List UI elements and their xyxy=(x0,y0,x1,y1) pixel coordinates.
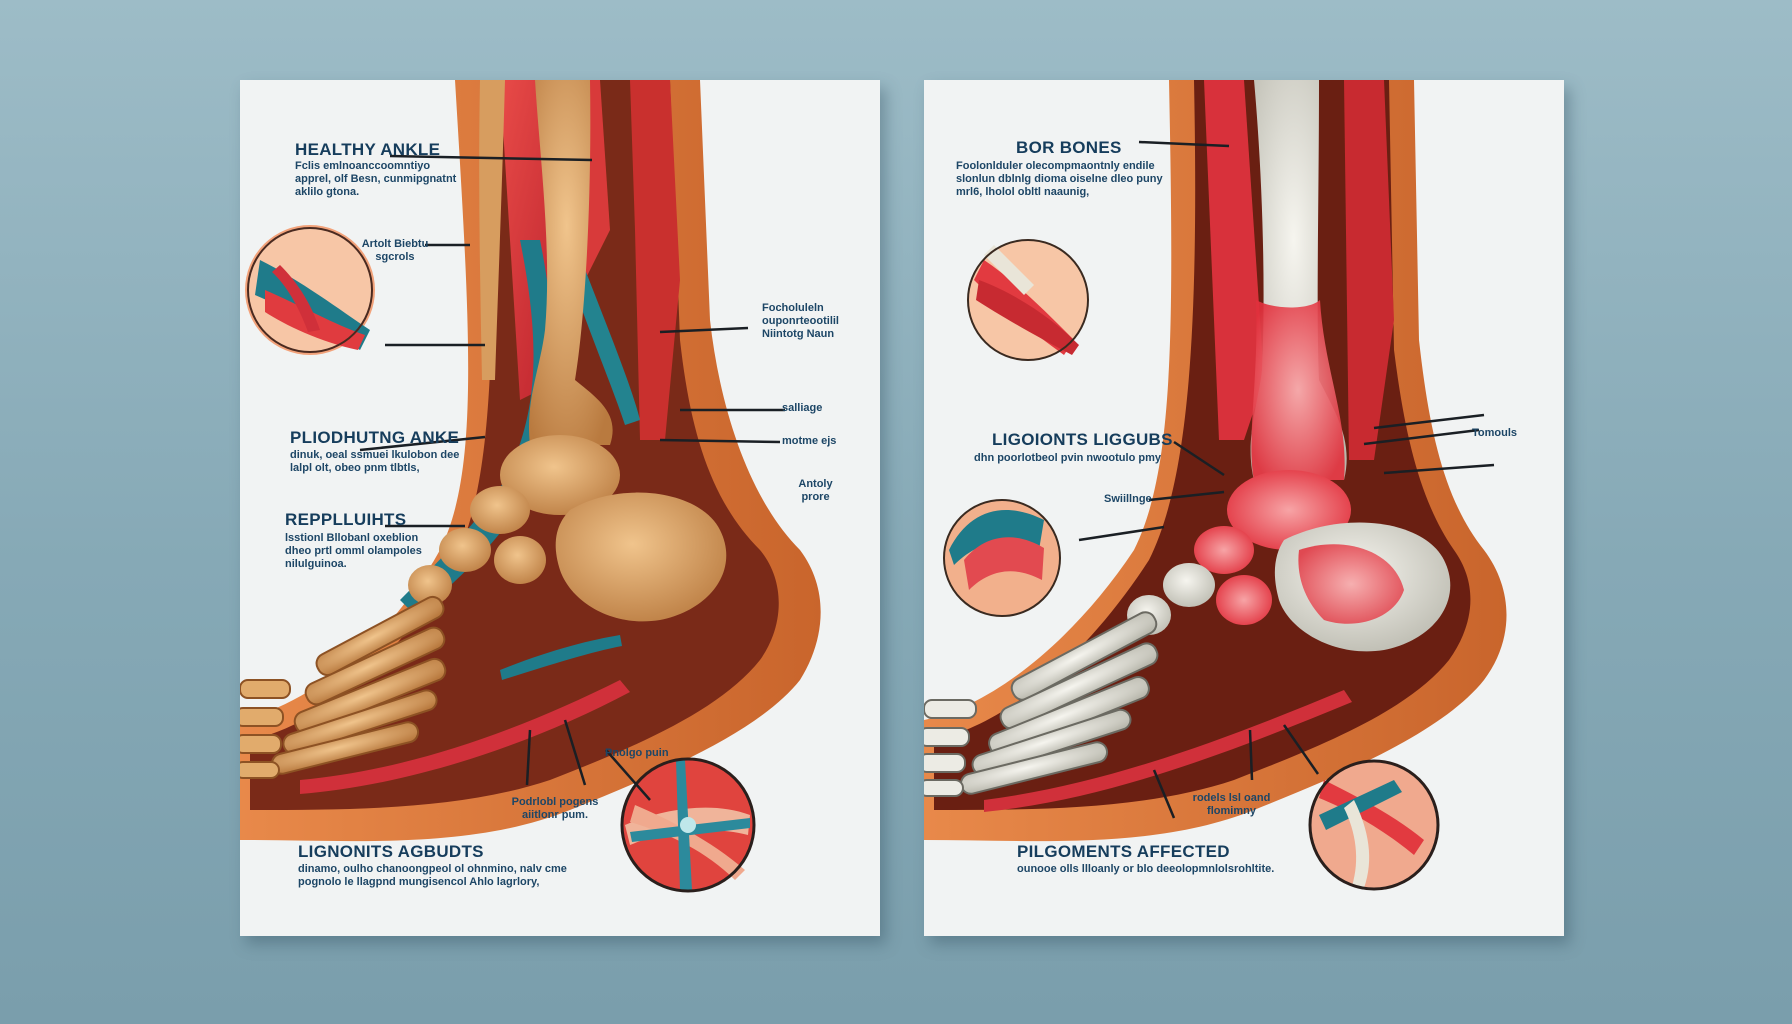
section-description: Foolonlduler olecompmaontnly endile slon… xyxy=(956,160,1163,198)
healthy-ankle-description: Fclis emlnoanccoomntiyo apprel, olf Besn… xyxy=(295,160,457,198)
section-description: dinuk, oeal ssmuei lkulobon dee lalpl ol… xyxy=(290,449,460,474)
callout-label: Pnolgo puin xyxy=(605,747,669,759)
healthy-foot-illustration xyxy=(240,80,821,893)
healthy-ankle-panel: HEALTHY ANKLE Fclis emlnoanccoomntiyo ap… xyxy=(240,80,880,936)
callout-label: rodels lsl oand flomimny xyxy=(1192,792,1271,817)
section-title: REPPLLUIHTS xyxy=(285,510,407,529)
callout-label: salliage xyxy=(782,402,823,414)
section-description: dhn poorlotbeol pvin nwootulo pmy xyxy=(974,452,1161,464)
section-title: BOR BONES xyxy=(1016,138,1122,157)
callout-label: Tomouls xyxy=(1472,427,1518,439)
affected-ankle-panel: BOR BONES Foolonlduler olecompmaontnly e… xyxy=(924,80,1564,936)
callout-label: Focholuleln ouponrteootilil Niintotg Nau… xyxy=(762,302,839,340)
section-title: PILGOMENTS AFFECTED xyxy=(1017,842,1230,861)
section-title: LIGNONITS AGBUDTS xyxy=(298,842,484,861)
healthy-ankle-title: HEALTHY ANKLE xyxy=(295,140,441,159)
section-title: LIGOIONTS LIGGUBS xyxy=(992,430,1173,449)
section-description: dinamo, oulho chanoongpeol ol ohnmino, n… xyxy=(298,863,567,888)
callout-label: Artolt Biebtu sgcrols xyxy=(361,238,429,263)
affected-foot-illustration xyxy=(924,80,1507,891)
callout-label: Antoly prore xyxy=(798,478,833,503)
callout-label: Swiillnge xyxy=(1104,493,1152,505)
section-title: PLIODHUTNG ANKE xyxy=(290,428,460,447)
callout-label: Podrlobl pogens aiitlonr pum. xyxy=(511,796,599,821)
callout-label: motme ejs xyxy=(782,435,837,447)
section-description: ounooe olls llloanly or blo deeolopmnlol… xyxy=(1017,863,1275,875)
section-description: lsstionl Bllobanl oxeblion dheo prtl omm… xyxy=(285,532,422,570)
